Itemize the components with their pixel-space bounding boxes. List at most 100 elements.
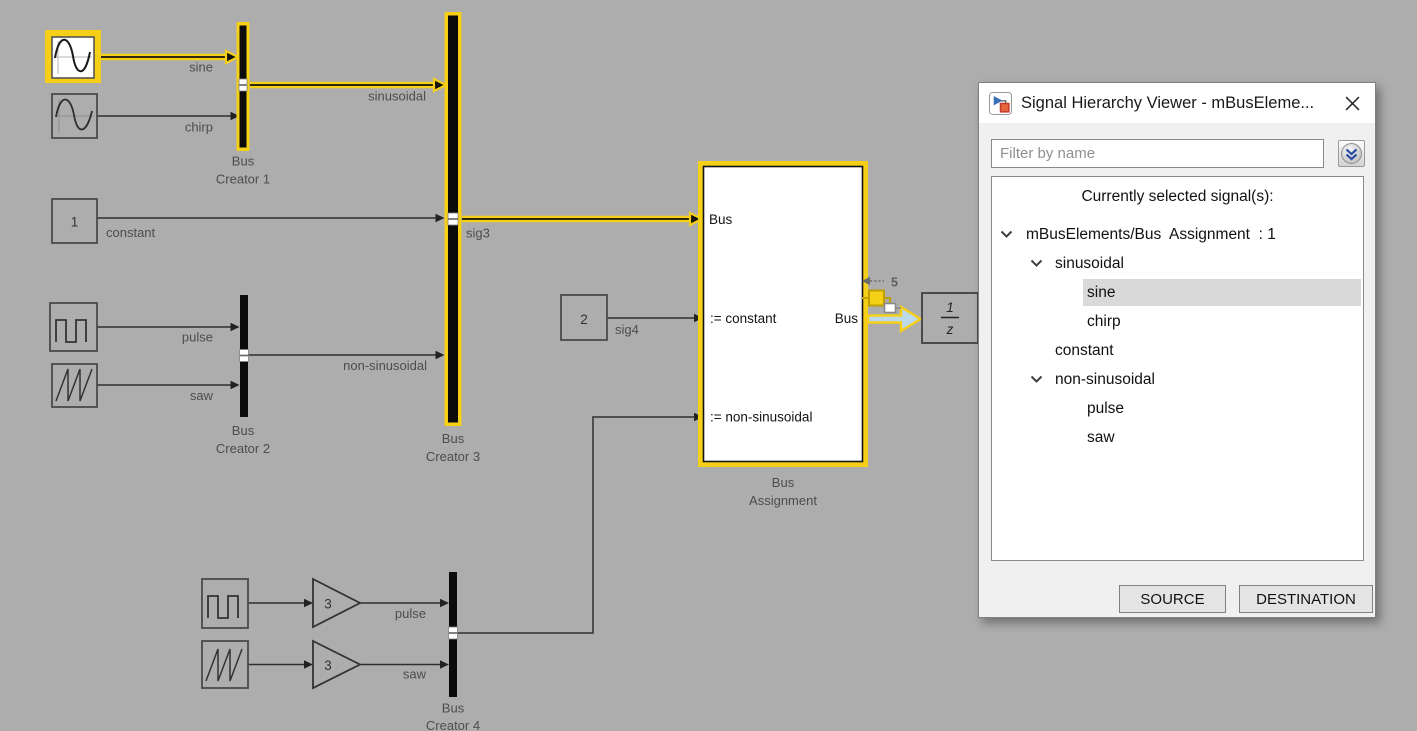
label-sinusoidal: sinusoidal <box>368 89 426 104</box>
port-bus-out-label: Bus <box>835 311 859 326</box>
chevron-down-icon[interactable] <box>1000 230 1013 239</box>
signal-hierarchy-icon <box>989 91 1012 115</box>
source-button[interactable]: SOURCE <box>1119 585 1226 613</box>
destination-button[interactable]: DESTINATION <box>1239 585 1373 613</box>
selected-bus-output-arrow[interactable] <box>866 304 923 334</box>
tree-item-chirp[interactable]: chirp <box>1087 313 1121 330</box>
bus-creator-4-block[interactable] <box>448 572 458 697</box>
constant1-block[interactable]: 1 <box>51 198 98 244</box>
port-bus-in-label: Bus <box>709 212 733 227</box>
label-sig3: sig3 <box>466 226 490 241</box>
caption-bus-creator-3: Bus <box>442 431 465 446</box>
constant-sig4-value: 2 <box>580 312 588 327</box>
tree-item-pulse[interactable]: pulse <box>1087 400 1125 417</box>
label-sig4: sig4 <box>615 322 639 337</box>
pulse-wave-icon <box>55 319 87 343</box>
caption-bus-creator-2: Bus <box>232 423 255 438</box>
arrowhead <box>440 660 449 669</box>
selection-handles[interactable] <box>239 349 249 362</box>
arrowhead <box>230 322 240 332</box>
chevron-down-icon[interactable] <box>1030 375 1043 384</box>
unit-delay-denominator: z <box>946 322 954 337</box>
arrowhead <box>304 598 313 608</box>
svg-text:Creator 4: Creator 4 <box>426 718 480 731</box>
signal-line-bus-creator4-out[interactable] <box>457 416 694 634</box>
constant-sig4-block[interactable]: 2 <box>560 294 608 341</box>
highlighted-line-sig3[interactable] <box>462 211 705 227</box>
label-saw-mid: saw <box>190 388 214 403</box>
tree-item-sinusoidal[interactable]: sinusoidal <box>992 249 1363 278</box>
selection-handles[interactable] <box>447 212 459 226</box>
badge-count: 5 <box>891 276 898 290</box>
signal-hierarchy-viewer-window: Signal Hierarchy Viewer - mBusEleme... C… <box>978 82 1376 618</box>
close-icon[interactable] <box>1339 90 1365 116</box>
tree-item-sine[interactable]: sine <box>992 278 1363 307</box>
highlighted-line-sinusoidal[interactable] <box>250 77 449 93</box>
tree-header: Currently selected signal(s): <box>1081 188 1274 205</box>
saw-generator-block[interactable] <box>51 363 98 408</box>
caption-bus-creator-4: Bus <box>442 701 465 716</box>
left-arrow-icon <box>862 276 870 286</box>
tree-item-bus-assignment[interactable]: mBusElements/Bus Assignment : 1 <box>992 220 1363 249</box>
tree-rows: mBusElements/Bus Assignment : 1 sinusoid… <box>992 220 1363 452</box>
svg-text:Creator 2: Creator 2 <box>216 441 270 456</box>
gain-pulse-value: 3 <box>324 597 332 612</box>
label-constant: constant <box>106 225 156 240</box>
dialog-title: Signal Hierarchy Viewer - mBusEleme... <box>1021 93 1315 112</box>
sine-wave-block[interactable] <box>45 30 101 83</box>
tree-item-non-sinusoidal[interactable]: non-sinusoidal <box>992 365 1363 394</box>
dialog-titlebar[interactable]: Signal Hierarchy Viewer - mBusEleme... <box>979 83 1375 123</box>
unit-delay-numerator: 1 <box>946 300 954 315</box>
gain-saw-value: 3 <box>324 658 332 673</box>
sine-wave-icon <box>54 38 92 74</box>
gain-saw-block[interactable]: 3 <box>312 639 363 690</box>
double-chevron-down-icon <box>1341 143 1362 164</box>
pulse-generator2-block[interactable] <box>201 578 249 629</box>
expand-all-button[interactable] <box>1338 140 1365 167</box>
signal-tree-panel: Currently selected signal(s): mBusElemen… <box>991 176 1364 561</box>
label-non-sinusoidal: non-sinusoidal <box>343 358 427 373</box>
svg-text:Creator 1: Creator 1 <box>216 172 270 187</box>
svg-text:Creator 3: Creator 3 <box>426 449 480 464</box>
label-chirp: chirp <box>185 120 213 135</box>
highlighted-line-sine[interactable] <box>101 49 241 65</box>
pulse-generator-block[interactable] <box>49 302 98 352</box>
filter-input[interactable] <box>991 139 1324 168</box>
port-assign-constant-label: := constant <box>710 311 777 326</box>
sawtooth-wave-icon <box>205 648 243 682</box>
bus-creator-1-block[interactable] <box>236 22 250 151</box>
arrowhead <box>230 380 240 390</box>
arrowhead <box>435 213 445 223</box>
caption-bus-assignment: Bus <box>772 475 795 490</box>
selection-handles[interactable] <box>238 78 248 92</box>
gain-pulse-block[interactable]: 3 <box>312 577 362 629</box>
saw-generator2-block[interactable] <box>201 640 249 689</box>
label-saw-bottom: saw <box>403 667 427 682</box>
svg-text:Assignment: Assignment <box>749 493 817 508</box>
pulse-wave-icon <box>207 595 239 619</box>
chirp-block[interactable] <box>51 93 98 139</box>
arrowhead <box>435 350 445 360</box>
caption-bus-creator-1: Bus <box>232 154 255 169</box>
chevron-down-icon[interactable] <box>1030 259 1043 268</box>
sawtooth-wave-icon <box>55 368 93 402</box>
signal-trace-badge[interactable]: 5 <box>862 276 901 314</box>
arrowhead <box>304 660 313 669</box>
constant1-value: 1 <box>71 215 79 230</box>
label-sine: sine <box>189 60 213 75</box>
label-pulse-bottom: pulse <box>395 606 426 621</box>
tree-item-constant[interactable]: constant <box>1055 342 1114 359</box>
arrowhead <box>230 111 240 121</box>
chirp-wave-icon <box>55 98 94 133</box>
arrowhead <box>440 598 449 608</box>
bus-creator-3-block[interactable] <box>444 12 462 426</box>
selection-handles[interactable] <box>448 626 458 640</box>
unit-delay-block[interactable]: 1 z <box>921 292 979 344</box>
tree-item-saw[interactable]: saw <box>1087 429 1115 446</box>
bus-assignment-block[interactable]: Bus := constant := non-sinusoidal Bus <box>698 161 868 467</box>
label-pulse-mid: pulse <box>182 330 213 345</box>
port-assign-non-sinusoidal-label: := non-sinusoidal <box>710 410 812 425</box>
bus-creator-2-block[interactable] <box>239 295 249 417</box>
